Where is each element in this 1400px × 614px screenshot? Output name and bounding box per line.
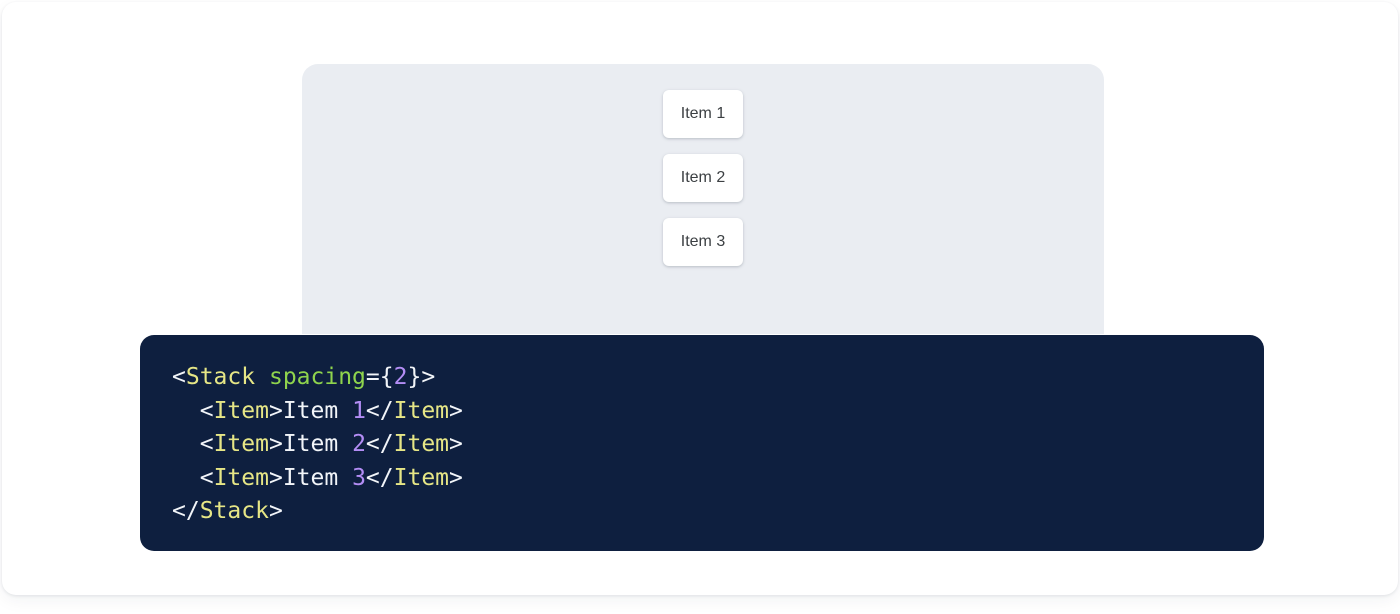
- code-token-text: Item: [282, 431, 353, 458]
- code-token-punct: </: [172, 498, 200, 525]
- code-token-num: 3: [352, 464, 366, 491]
- code-token-punct: ={: [365, 364, 394, 390]
- code-indent: [172, 398, 200, 424]
- code-token-text: [255, 364, 269, 390]
- code-token-punct: >: [449, 431, 463, 458]
- code-snippet-panel: <Stack spacing={2}> <Item>Item 1</Item> …: [140, 335, 1264, 551]
- code-token-punct: >: [268, 464, 283, 491]
- code-token-punct: <: [199, 464, 214, 491]
- code-line: <Item>Item 3</Item>: [172, 465, 463, 491]
- code-token-tag: Item: [213, 464, 269, 491]
- code-token-tag: Item: [213, 431, 269, 458]
- code-token-punct: </: [365, 431, 394, 458]
- code-token-tag: Item: [393, 431, 450, 458]
- code-snippet-text: <Stack spacing={2}> <Item>Item 1</Item> …: [172, 361, 1232, 529]
- code-token-punct: </: [365, 397, 394, 424]
- code-token-text: Item: [282, 397, 353, 424]
- code-token-punct: <: [199, 397, 214, 424]
- stack-item-label: Item 3: [680, 233, 726, 250]
- code-indent: [172, 431, 200, 457]
- code-line: </Stack>: [172, 498, 283, 524]
- stack-item[interactable]: Item 1: [663, 90, 743, 138]
- code-token-tag: Item: [393, 397, 450, 424]
- code-token-tag: Item: [393, 464, 450, 491]
- code-token-punct: >: [449, 464, 463, 491]
- code-token-tag: Stack: [185, 364, 256, 390]
- code-line: <Item>Item 1</Item>: [172, 398, 463, 424]
- stack-item[interactable]: Item 3: [663, 218, 743, 266]
- code-token-punct: </: [365, 464, 394, 491]
- code-token-punct: <: [199, 431, 214, 458]
- code-token-text: Item: [282, 464, 353, 491]
- code-token-punct: >: [268, 498, 283, 525]
- code-indent: [172, 465, 200, 491]
- code-token-punct: >: [268, 397, 283, 424]
- stack-item[interactable]: Item 2: [663, 154, 743, 202]
- code-token-punct: <: [172, 364, 186, 390]
- code-token-tag: Item: [213, 397, 269, 424]
- code-token-punct: >: [449, 397, 463, 424]
- code-token-punct: >: [268, 431, 283, 458]
- code-token-attr: spacing: [268, 364, 366, 390]
- code-line: <Item>Item 2</Item>: [172, 431, 463, 457]
- code-token-tag: Stack: [199, 498, 269, 525]
- code-token-num: 2: [393, 364, 408, 390]
- code-token-num: 2: [352, 431, 366, 458]
- code-token-num: 1: [352, 397, 366, 424]
- code-line: <Stack spacing={2}>: [172, 364, 435, 390]
- stack-preview-container: Item 1 Item 2 Item 3: [302, 64, 1104, 266]
- code-token-punct: }>: [407, 364, 436, 390]
- stack-item-label: Item 2: [680, 169, 726, 186]
- stack-item-label: Item 1: [680, 105, 726, 122]
- component-preview-stage: Item 1 Item 2 Item 3: [302, 64, 1104, 334]
